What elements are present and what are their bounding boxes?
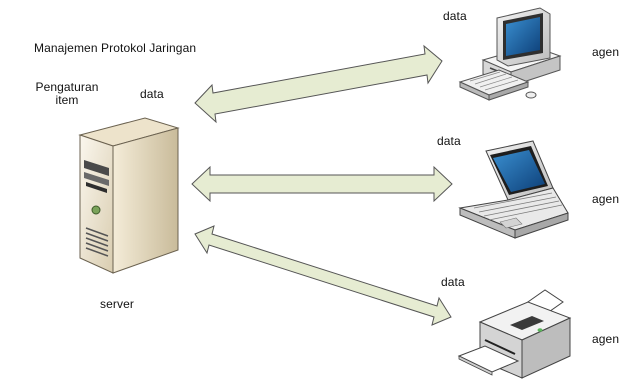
manager-label-line2: item [55, 93, 79, 107]
data-arrow-bottom [194, 225, 452, 326]
agent-data-label-3: data [441, 275, 465, 289]
agent-label-1: agen [592, 45, 620, 59]
server-icon [78, 117, 180, 274]
diagram-title: Manajemen Protokol Jaringan [34, 41, 197, 55]
printer-icon [457, 289, 572, 379]
desktop-computer-icon [458, 7, 562, 101]
agent-data-label-2: data [437, 134, 461, 148]
agent-data-label-1: data [443, 9, 467, 23]
data-arrow-middle [191, 165, 453, 203]
agent-label-3: agen [592, 332, 620, 346]
agent-label-2: agen [592, 192, 620, 206]
server-label: server [100, 297, 134, 311]
manager-data-label: data [140, 87, 164, 101]
manager-label: Pengaturan item [33, 81, 101, 107]
data-arrow-top [194, 44, 443, 124]
laptop-icon [458, 140, 569, 239]
manager-label-line1: Pengaturan [35, 80, 99, 94]
